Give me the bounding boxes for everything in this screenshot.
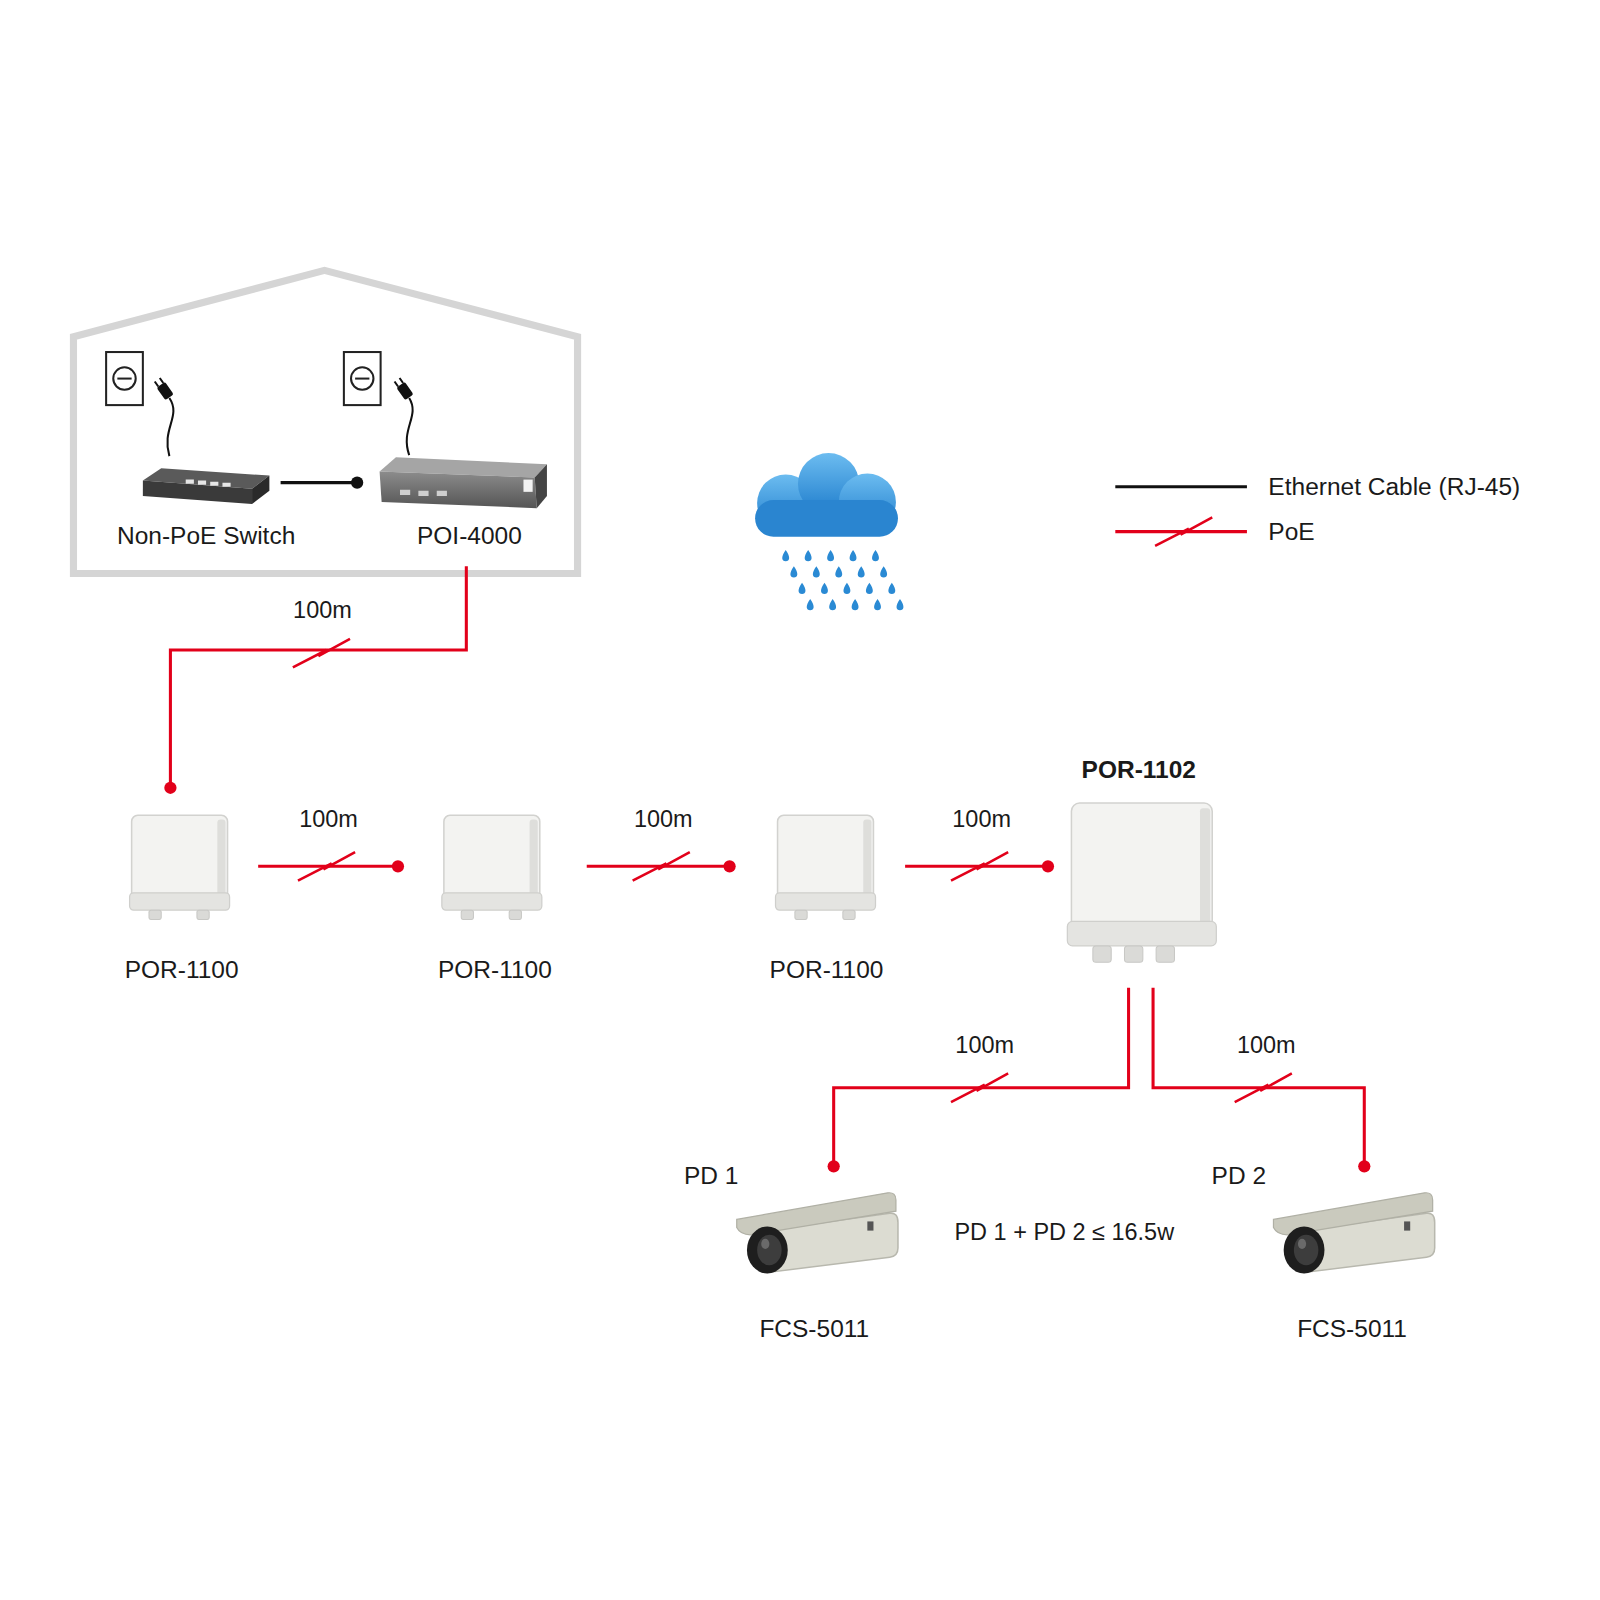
cable-length: 100m — [293, 597, 352, 623]
power-cord — [407, 398, 413, 455]
poe-lightning-symbol — [293, 517, 1292, 1102]
power-budget-note: PD 1 + PD 2 ≤ 16.5w — [954, 1220, 1174, 1246]
poe-cable — [1153, 988, 1364, 1167]
splitter-device: POR-1102 — [1048, 750, 1230, 988]
cable-length: 100m — [952, 806, 1011, 832]
injector-front — [380, 471, 537, 508]
repeater-symbol — [776, 815, 876, 919]
connector — [1153, 988, 1370, 1173]
device-label: POR-1100 — [770, 957, 884, 984]
power-plug — [393, 377, 414, 400]
device-label: POR-1100 — [438, 957, 552, 984]
ethernet-cable — [281, 481, 358, 484]
connector-end-dot — [164, 782, 176, 794]
switch-device: Non-PoE Switch — [102, 464, 281, 566]
connector-end-dot — [828, 1160, 840, 1172]
repeater-device: POR-1100 — [99, 788, 258, 987]
device-label: POI-4000 — [417, 522, 522, 549]
legend-text: PoE — [1268, 518, 1314, 545]
plug-prongs — [155, 378, 164, 387]
plug-body — [157, 382, 174, 400]
injector-side — [535, 464, 547, 508]
camera-device: PD 1 FCS-5011 — [673, 1166, 908, 1350]
rain-cloud — [755, 453, 903, 610]
device-label: Non-PoE Switch — [117, 522, 295, 549]
cable-length: 100m — [634, 806, 693, 832]
outlet-socket — [113, 367, 135, 389]
poe-cable — [834, 988, 1129, 1167]
legend-ethernet-sample — [1115, 485, 1247, 488]
outlet-slot — [355, 378, 369, 380]
outlet-socket — [351, 367, 373, 389]
repeater-device: POR-1100 — [398, 788, 587, 987]
camera-symbol — [737, 1193, 898, 1274]
power-cord — [167, 398, 173, 456]
plug-body — [396, 382, 413, 400]
connector-end-dot — [392, 860, 404, 872]
switch-side — [252, 476, 269, 505]
repeater-symbol — [130, 815, 230, 919]
cable-length: 100m — [299, 806, 358, 832]
model-label: FCS-5011 — [759, 1315, 869, 1342]
injector-device: POI-4000 — [357, 454, 551, 566]
connector-end-dot — [1358, 1160, 1370, 1172]
device-label: PD 2 — [1212, 1163, 1266, 1190]
poe-cable — [170, 566, 466, 787]
repeater-symbol — [442, 815, 542, 919]
device-label: POR-1102 — [1082, 757, 1196, 784]
connector — [828, 988, 1129, 1173]
power-outlet — [106, 352, 143, 405]
cable-gland — [1124, 946, 1142, 962]
injector-logo — [523, 480, 532, 492]
connector-group — [164, 477, 1370, 1173]
raindrops — [782, 550, 903, 610]
cable-length: 100m — [1237, 1033, 1296, 1059]
cable-gland — [1093, 946, 1111, 962]
cloud-base — [755, 500, 898, 537]
device-label: POR-1100 — [125, 957, 239, 984]
cable-length: 100m — [955, 1033, 1014, 1059]
repeater-device: POR-1100 — [730, 788, 906, 987]
injector-ports — [400, 490, 447, 496]
camera-symbol — [1273, 1193, 1434, 1274]
power-plug — [153, 377, 174, 400]
outlet-slot — [117, 378, 131, 380]
legend-text: Ethernet Cable (RJ-45) — [1268, 473, 1520, 500]
splitter-symbol — [1067, 803, 1216, 962]
enclosure-shade — [1200, 808, 1210, 937]
device-label: PD 1 — [684, 1163, 738, 1190]
plug-prongs — [395, 378, 404, 387]
cable-gland — [1156, 946, 1174, 962]
connector-end-dot — [351, 477, 363, 489]
switch-ports — [186, 480, 231, 487]
connector — [164, 566, 466, 794]
switch-front — [143, 481, 252, 504]
connector-end-dot — [1042, 860, 1054, 872]
enclosure-body — [1071, 803, 1212, 940]
camera-device: PD 2 FCS-5011 — [1204, 1166, 1439, 1350]
building-outline — [73, 270, 577, 573]
power-outlet — [344, 352, 381, 405]
enclosure-base — [1067, 921, 1216, 945]
model-label: FCS-5011 — [1297, 1315, 1407, 1342]
connector-end-dot — [723, 860, 735, 872]
connector — [281, 477, 364, 489]
